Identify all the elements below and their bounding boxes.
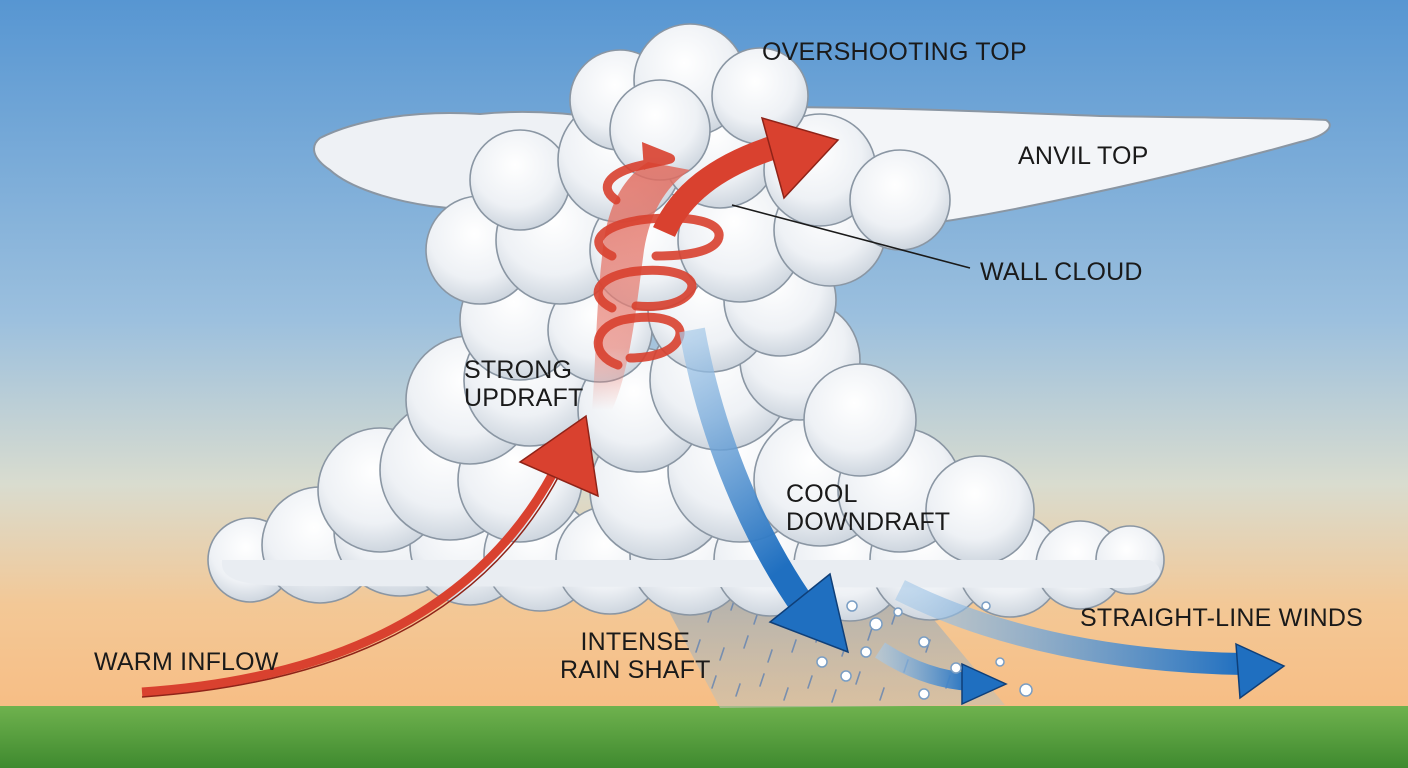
cool-downdraft-arrow <box>679 327 850 654</box>
updraft-arrow-top <box>653 116 840 238</box>
label-warm-inflow: WARM INFLOW <box>94 648 279 676</box>
cloud-base <box>221 560 1160 588</box>
label-straight-line-winds: STRAIGHT-LINE WINDS <box>1080 604 1363 632</box>
label-overshooting-top: OVERSHOOTING TOP <box>762 38 1027 66</box>
straight-line-winds-arrows <box>875 580 1286 706</box>
label-cool-downdraft-line-1: COOL <box>786 480 858 508</box>
label-cool-downdraft-line-2: DOWNDRAFT <box>786 508 951 536</box>
cloud-puff <box>803 363 917 477</box>
label-cool-downdraft: COOL DOWNDRAFT <box>786 480 950 536</box>
ground <box>0 706 1408 768</box>
hailstones <box>816 600 1033 700</box>
label-intense-rain-shaft-line-1: INTENSE <box>580 628 691 656</box>
wall-cloud-leader <box>731 204 971 269</box>
label-strong-updraft-line-1: STRONG <box>464 356 573 384</box>
label-wall-cloud: WALL CLOUD <box>980 258 1143 286</box>
label-intense-rain-shaft-line-2: RAIN SHAFT <box>560 656 711 684</box>
label-anvil-top: ANVIL TOP <box>1018 142 1149 170</box>
label-strong-updraft: STRONG UPDRAFT <box>464 356 583 412</box>
cloud-puff <box>469 129 571 231</box>
label-strong-updraft-line-2: UPDRAFT <box>464 384 584 412</box>
label-intense-rain-shaft: INTENSE RAIN SHAFT <box>560 628 711 684</box>
rotation-spiral <box>593 142 724 370</box>
warm-inflow-arrow <box>141 414 599 698</box>
cloud-puff <box>849 149 951 251</box>
